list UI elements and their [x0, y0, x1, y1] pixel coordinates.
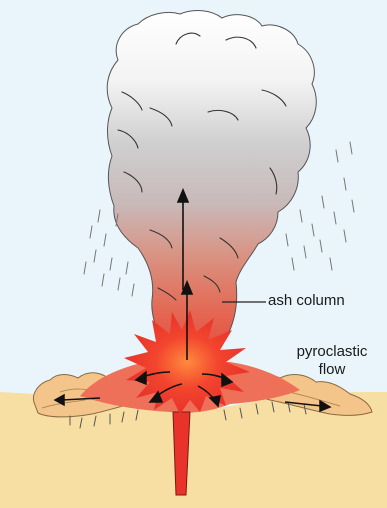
pyroclastic-label-line1: pyroclastic [293, 343, 371, 361]
ash-column-label: ash column [268, 292, 345, 310]
pyroclastic-label-line2: flow [293, 361, 371, 379]
pyroclastic-flow-label: pyroclastic flow [293, 343, 371, 379]
